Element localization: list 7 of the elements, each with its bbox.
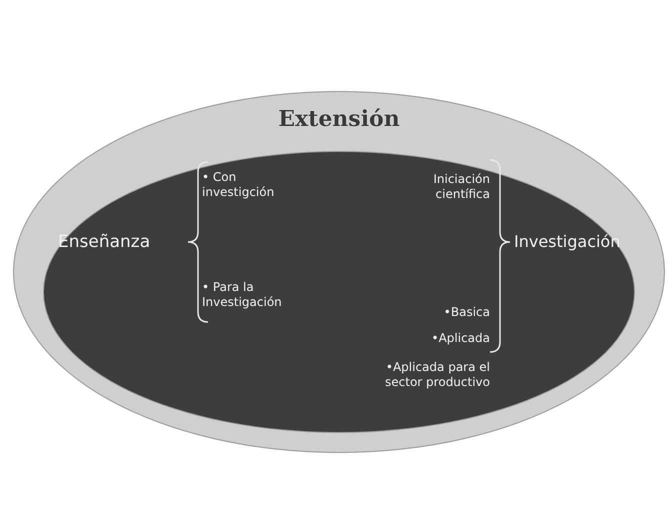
list-item: •Aplicada para el sector productivo [384,360,490,390]
list-item: •Basica [442,305,490,320]
list-item: Iniciación científica [432,172,490,202]
list-item: • Con investigción [202,170,276,200]
list-item: • Para la Investigación [202,280,283,310]
ellipse-title: Extensión [277,106,401,132]
list-item: •Aplicada [430,331,490,346]
